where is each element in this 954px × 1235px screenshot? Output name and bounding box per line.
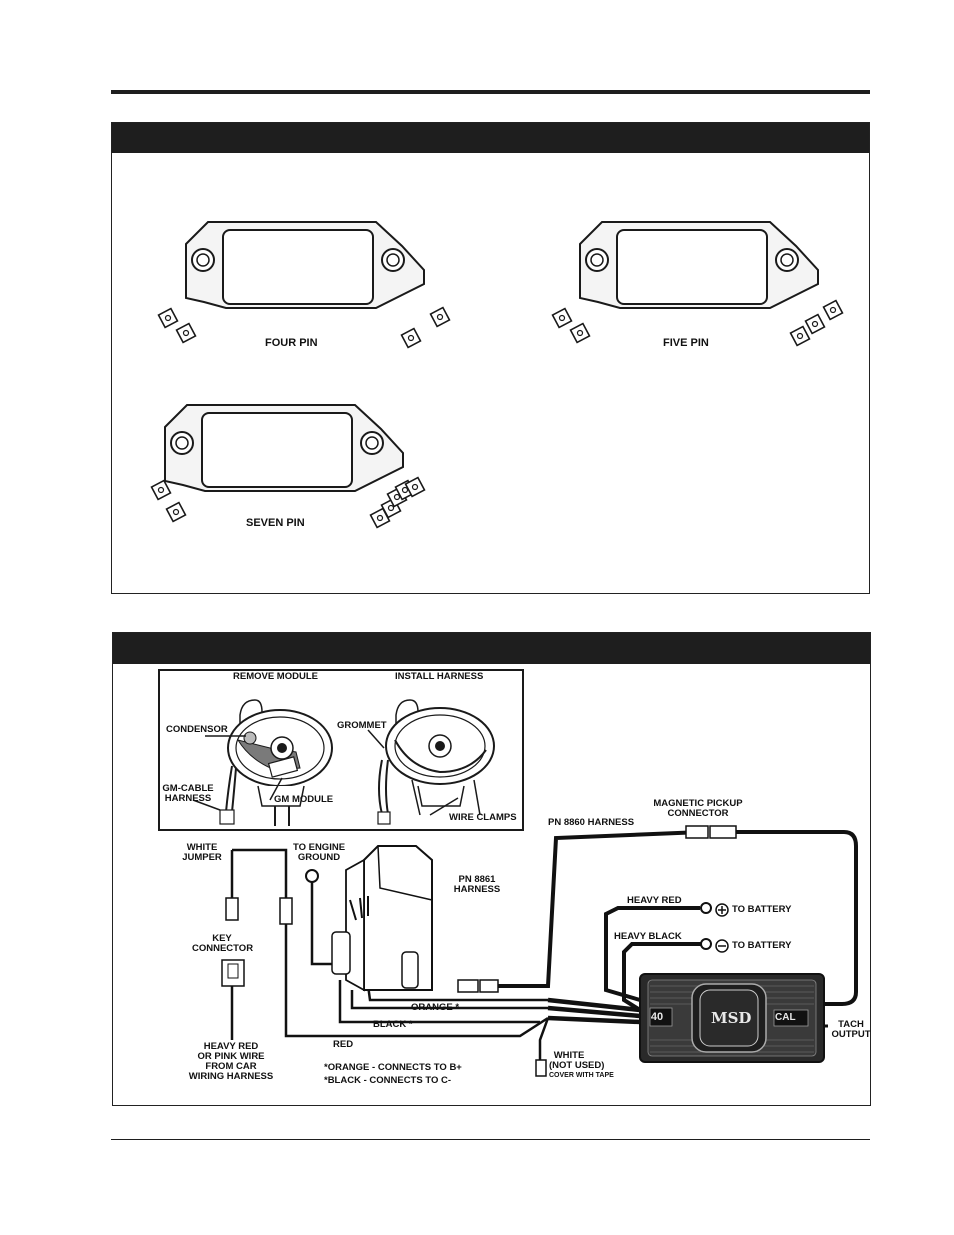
panel-header-bar [112,123,869,153]
coil-assembly-drawing [331,845,433,992]
remove-module-label: REMOVE MODULE [233,671,318,682]
harness-wires [230,830,858,1062]
msd-ignition-box-drawing [639,973,825,1063]
cover-with-tape-label: COVER WITH TAPE [549,1072,614,1079]
distributor-install-drawing [377,699,495,825]
note-orange: *ORANGE - CONNECTS TO B+ [324,1062,462,1073]
to-battery-positive-label: TO BATTERY [732,904,792,915]
install-harness-label: INSTALL HARNESS [395,671,484,682]
seven-pin-label: SEVEN PIN [246,517,305,529]
red-wire-label: RED [333,1039,354,1050]
heavy-black-label: HEAVY BLACK [614,931,682,942]
to-battery-negative-label: TO BATTERY [732,940,792,951]
harness-connectors [221,825,737,1077]
top-rule [111,90,870,94]
bottom-rule [111,1139,870,1140]
orange-wire-label: ORANGE * [411,1002,460,1013]
distributor-remove-drawing [219,699,333,826]
white-not-used-label: WHITE(NOT USED) [549,1050,605,1071]
panel-header-bar [113,633,870,664]
msd-model-number: 40 [650,1011,664,1023]
gm-module-label: GM MODULE [274,794,334,805]
inset-callouts [192,729,481,816]
grommet-label: GROMMET [337,720,387,731]
black-wire-label: BLACK * [373,1019,413,1030]
note-black: *BLACK - CONNECTS TO C- [324,1075,452,1086]
heavy-red-label: HEAVY RED [627,895,682,906]
heavy-red-pink-wire-label: HEAVY RED OR PINK WIRE FROM CAR WIRING H… [188,1041,274,1082]
pn-8860-harness-label: PN 8860 HARNESS [548,817,635,828]
msd-model-cal: CAL [775,1012,796,1023]
wire-clamps-label: WIRE CLAMPS [449,812,517,823]
module-types-panel [111,122,870,594]
five-pin-label: FIVE PIN [663,337,709,349]
four-pin-label: FOUR PIN [265,337,318,349]
msd-logo: MSD [711,1009,752,1027]
condensor-label: CONDENSOR [166,724,228,735]
